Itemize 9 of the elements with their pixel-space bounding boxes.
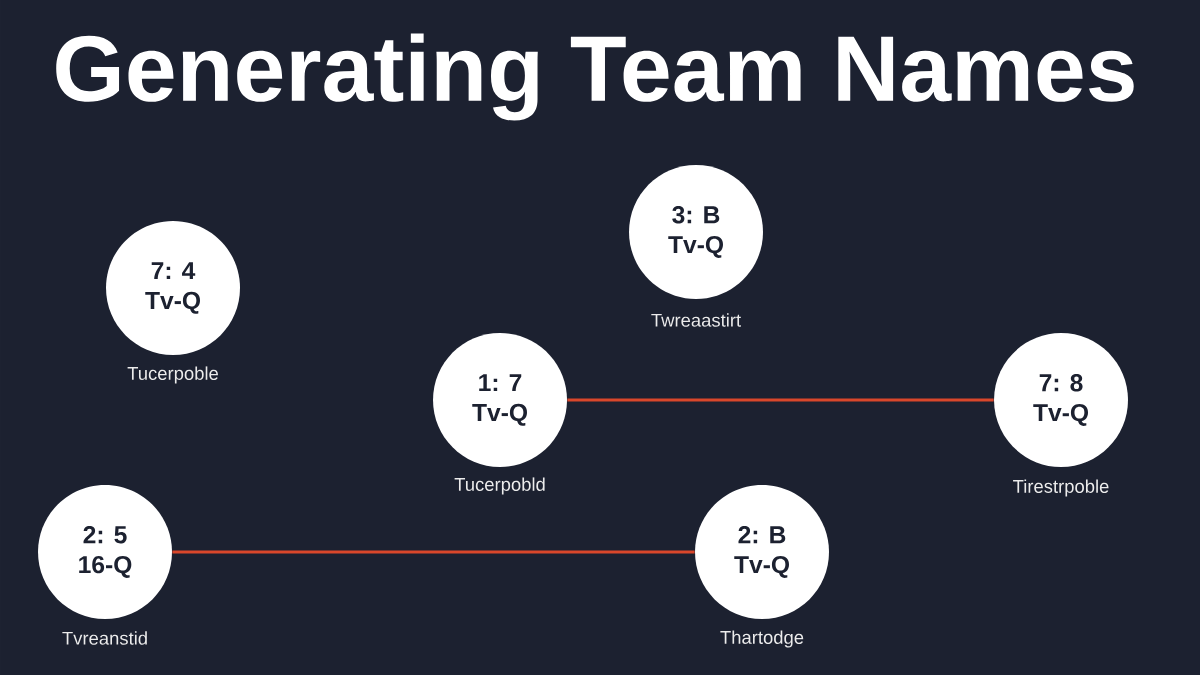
node-caption: Twreaastirt xyxy=(651,313,741,327)
connector-line xyxy=(172,550,695,554)
connector-line xyxy=(567,398,994,402)
title: Generating Team Names xyxy=(56,33,1134,121)
node-caption: Thartodge xyxy=(720,630,804,648)
node-caption: Tvreanstid xyxy=(62,631,147,645)
node-caption: Tucerpoble xyxy=(127,366,218,384)
node-caption: Tirestrpoble xyxy=(1013,479,1109,497)
node-caption: Tucerpobld xyxy=(454,477,545,495)
